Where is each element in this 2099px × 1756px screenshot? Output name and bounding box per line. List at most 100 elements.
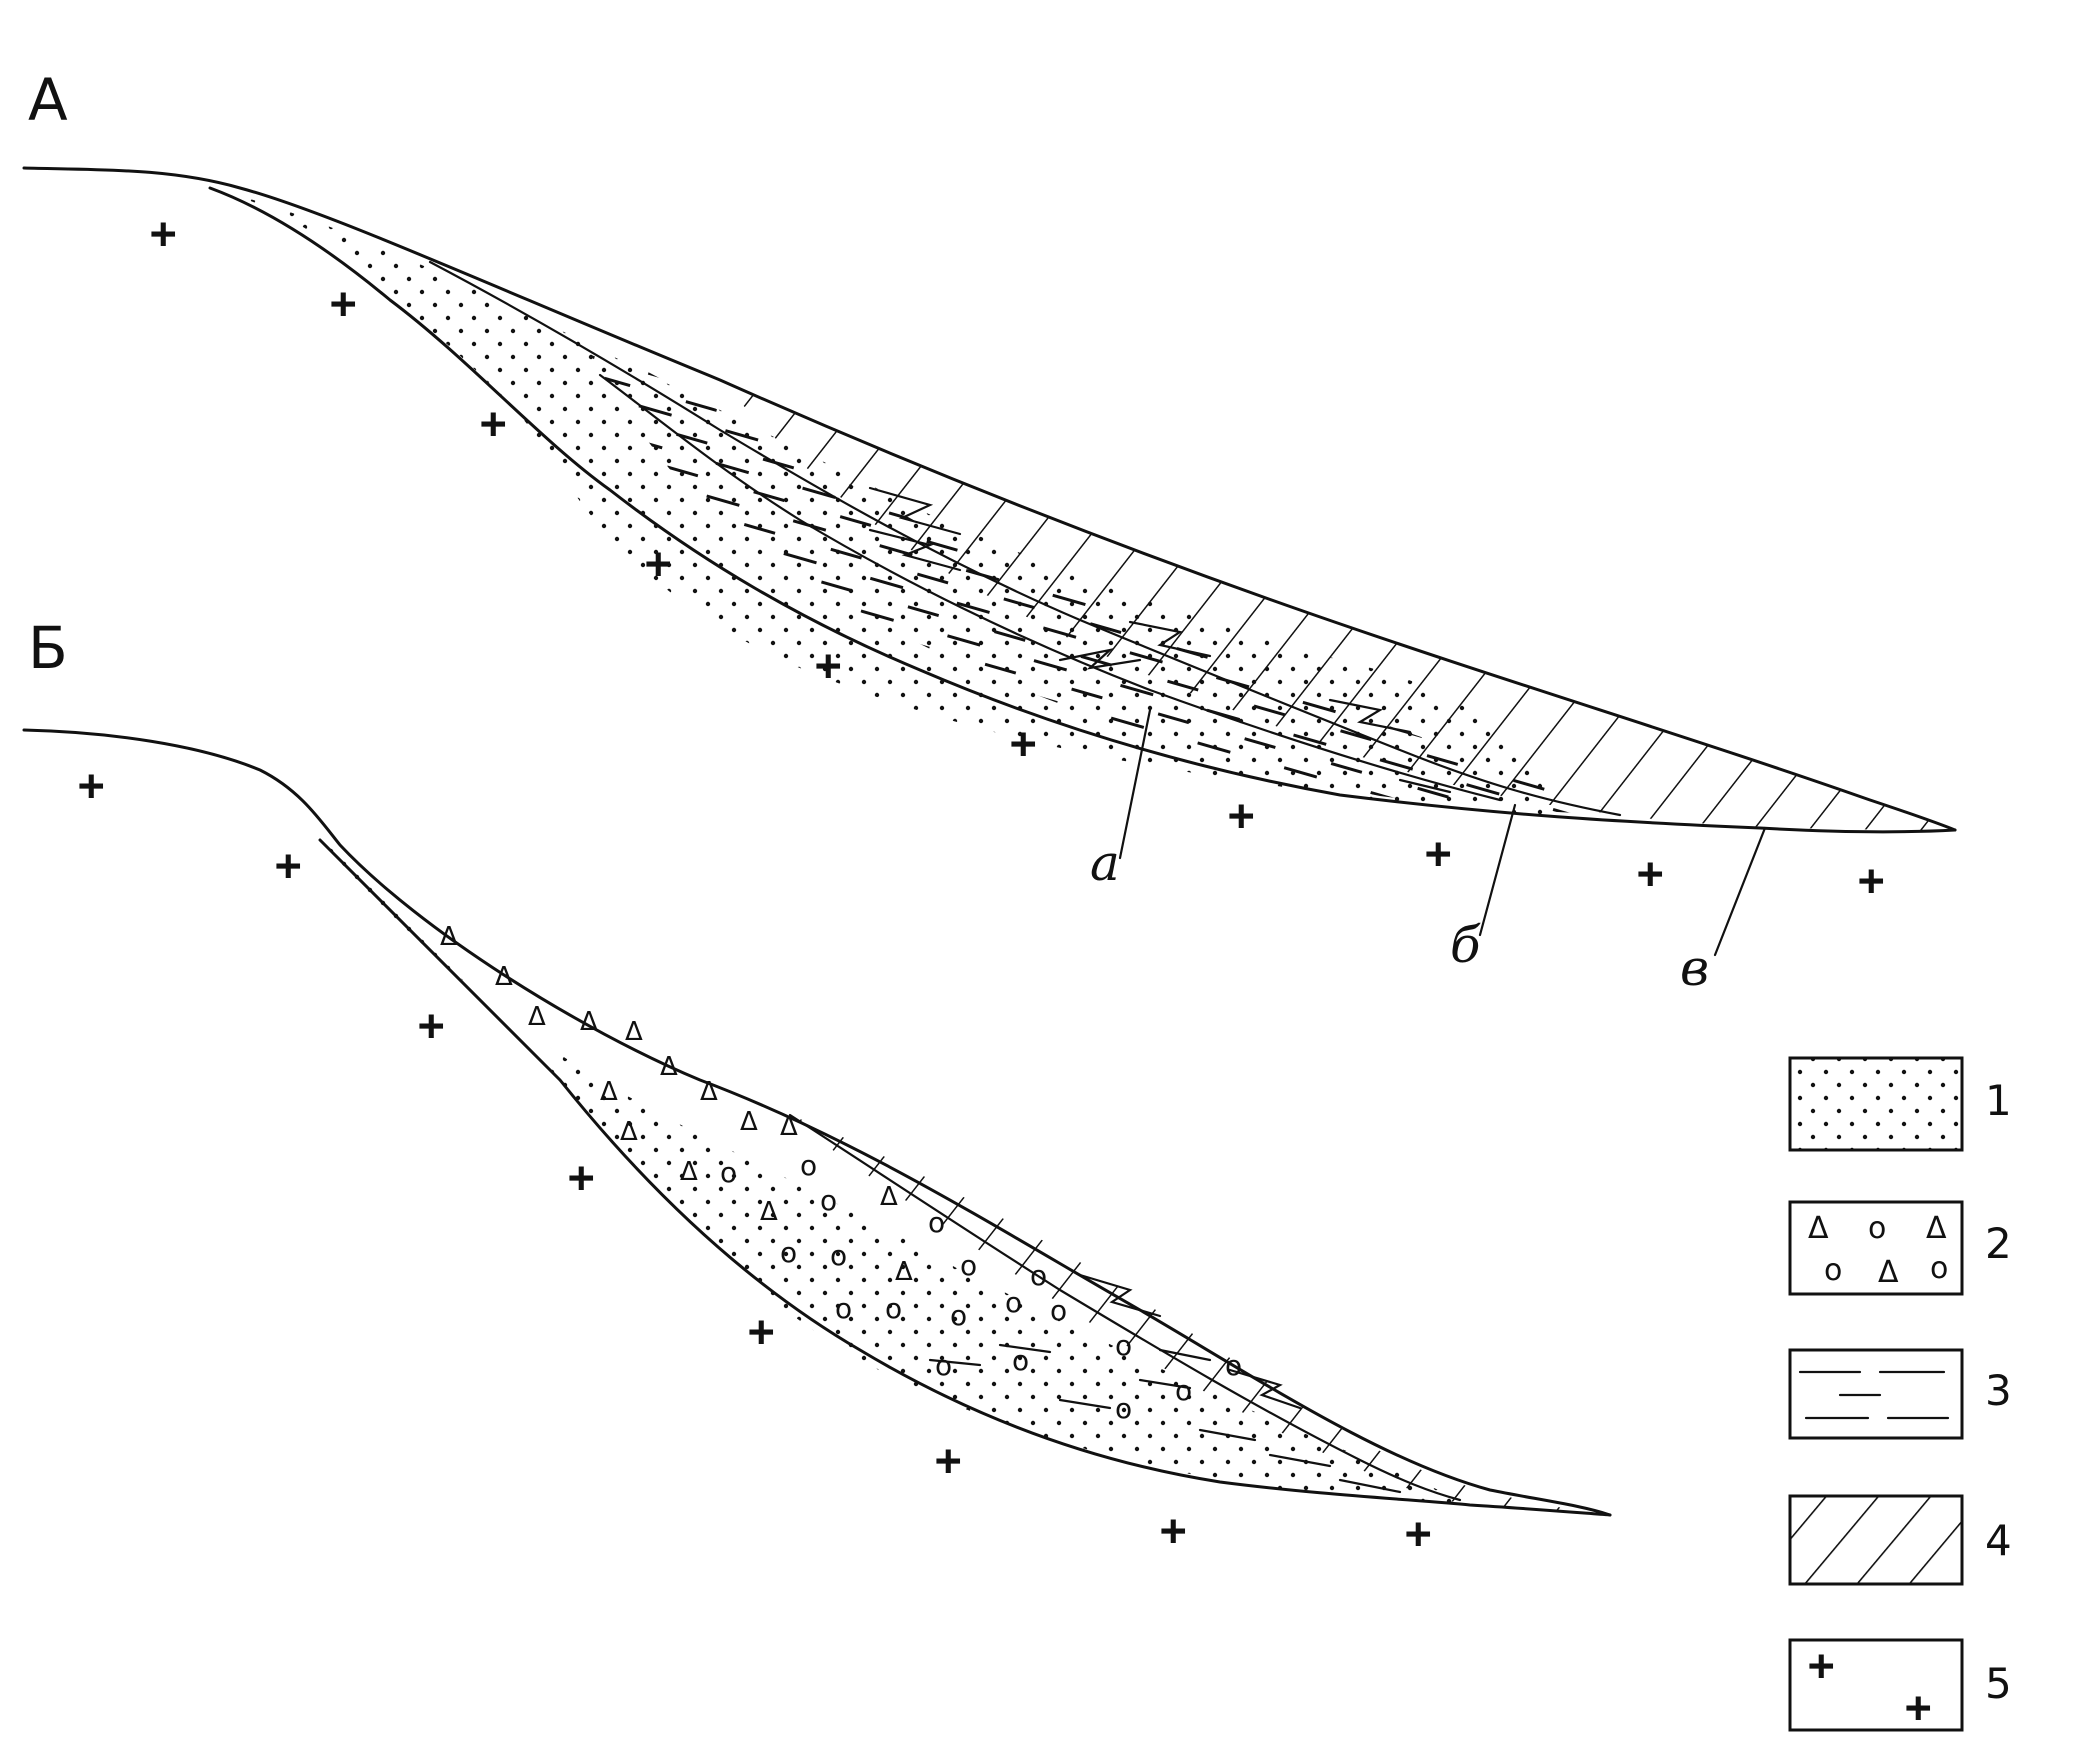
- triangle-clast: Δ: [780, 1112, 798, 1142]
- panel-b-interfinger-1: [1078, 1273, 1162, 1318]
- panel-b-hatched-layer: [790, 1115, 1610, 1515]
- triangle-clast: Δ: [1808, 1211, 1829, 1246]
- legend-number: 1: [1985, 1076, 2012, 1125]
- pebble-clast: o: [1115, 1329, 1132, 1362]
- panel-b-hatch-base-line: [788, 1113, 1462, 1502]
- basement-cross: +: [748, 1306, 775, 1357]
- triangle-clast: Δ: [700, 1077, 718, 1107]
- legend-swatch-hatch: [1788, 1494, 1964, 1586]
- pebble-clast: o: [1175, 1374, 1192, 1407]
- basement-cross: +: [150, 208, 177, 259]
- triangle-clast: Δ: [680, 1157, 698, 1187]
- panel-b-sand-layer: [320, 840, 1470, 1505]
- legend-swatch-dashes: [1788, 1348, 1964, 1440]
- pebble-clast: o: [1115, 1392, 1132, 1425]
- pebble-clast: o: [1225, 1349, 1242, 1382]
- triangle-clast: Δ: [495, 962, 513, 992]
- triangle-clast: Δ: [620, 1117, 638, 1147]
- pebble-clast: o: [960, 1249, 977, 1282]
- panel-b-label: Б: [28, 614, 68, 682]
- panel-b: Б Δ Δ Δ Δ Δ Δ Δ: [22, 614, 1612, 1559]
- triangle-clast: Δ: [1926, 1211, 1947, 1246]
- triangle-clast: Δ: [625, 1017, 643, 1047]
- basement-cross: +: [480, 398, 507, 449]
- pebble-clast: o: [780, 1236, 797, 1269]
- triangle-clast: Δ: [528, 1002, 546, 1032]
- legend-item-4: 4: [1788, 1494, 2012, 1586]
- panel-a-label: А: [28, 66, 68, 134]
- basement-cross: +: [275, 840, 302, 891]
- pebble-clast: o: [885, 1292, 902, 1325]
- panel-a-basement-contact: [208, 186, 1957, 834]
- pebble-clast: o: [835, 1292, 852, 1325]
- legend-number: 5: [1985, 1659, 2012, 1708]
- basement-cross: +: [645, 538, 672, 589]
- legend-item-5: + + 5: [1788, 1638, 2012, 1733]
- basement-cross: +: [1637, 848, 1664, 899]
- legend-swatch-dots: [1788, 1056, 1964, 1152]
- basement-cross: +: [1228, 790, 1255, 841]
- triangle-clast: Δ: [660, 1052, 678, 1082]
- triangle-clast: Δ: [600, 1077, 618, 1107]
- panel-a-interfinger-5: [1328, 698, 1412, 734]
- basement-cross: +: [1905, 1682, 1932, 1733]
- triangle-clast: Δ: [880, 1182, 898, 1212]
- panel-a-clay-top-line: [428, 260, 1622, 817]
- pebble-clast: o: [830, 1239, 847, 1272]
- basement-cross: +: [78, 760, 105, 811]
- legend-number: 4: [1985, 1516, 2012, 1565]
- panel-a-hatched-layer: [720, 380, 1955, 830]
- pebble-clast: o: [1012, 1344, 1029, 1377]
- basement-cross: +: [1160, 1505, 1187, 1556]
- panel-b-triangles: Δ Δ Δ Δ Δ Δ Δ Δ Δ Δ Δ Δ Δ Δ Δ: [440, 922, 913, 1287]
- panel-b-clay-dashes: [928, 1343, 1402, 1494]
- triangle-clast: Δ: [895, 1257, 913, 1287]
- pebble-clast: o: [800, 1149, 817, 1182]
- pebble-clast: o: [1050, 1294, 1067, 1327]
- panel-a-interfinger-3: [1128, 620, 1212, 658]
- panel-a-interfinger-4: [1058, 648, 1142, 670]
- pebble-clast: o: [820, 1184, 837, 1217]
- panel-b-interfinger-2: [1228, 1368, 1302, 1410]
- panel-a-basement-crosses: + + + + + + + + + +: [150, 208, 1885, 906]
- triangle-clast: Δ: [740, 1107, 758, 1137]
- pebble-clast: o: [1930, 1251, 1948, 1286]
- basement-cross: +: [1010, 718, 1037, 769]
- pebble-clast: o: [928, 1206, 945, 1239]
- triangle-clast: Δ: [760, 1197, 778, 1227]
- triangle-clast: Δ: [440, 922, 458, 952]
- pebble-clast: o: [1824, 1253, 1842, 1288]
- basement-cross: +: [418, 1000, 445, 1051]
- pebble-clast: o: [720, 1156, 737, 1189]
- panel-b-basement-crosses: + + + + + + + +: [78, 760, 1432, 1559]
- basement-cross: +: [815, 640, 842, 691]
- triangle-clast: Δ: [1878, 1255, 1899, 1290]
- basement-cross: +: [1858, 855, 1885, 906]
- basement-cross: +: [1425, 828, 1452, 879]
- panel-a-callout-a-leader: [1118, 708, 1152, 860]
- basement-cross: +: [330, 278, 357, 329]
- legend-number: 2: [1985, 1219, 2012, 1268]
- panel-a-interfinger-2: [868, 528, 962, 572]
- legend-swatch-triangles-circles: [1788, 1200, 1964, 1296]
- pebble-clast: o: [1030, 1259, 1047, 1292]
- panel-a-callout-v-leader: [1713, 826, 1767, 957]
- panel-a-callout-a: а: [1090, 834, 1120, 892]
- panel-a-clay-base-line: [598, 373, 1502, 802]
- panel-a-callout-b: б: [1450, 916, 1481, 974]
- pebble-clast: o: [950, 1299, 967, 1332]
- panel-a: А а б в + + + + + + +: [22, 66, 1957, 997]
- pebble-clast: o: [1005, 1286, 1022, 1319]
- panel-b-circles: o o o o o o o o o o o o o o o o o o o: [720, 1149, 1242, 1425]
- panel-a-surface-line: [22, 166, 1957, 832]
- basement-cross: +: [1405, 1508, 1432, 1559]
- triangle-clast: Δ: [580, 1007, 598, 1037]
- legend-item-2: Δ o Δ o Δ o 2: [1788, 1200, 2012, 1296]
- panel-a-callout-b-leader: [1478, 803, 1517, 937]
- panel-a-callout-v: в: [1680, 939, 1709, 997]
- basement-cross: +: [568, 1152, 595, 1203]
- legend: 1 Δ o Δ o Δ o 2 3 4: [1788, 1056, 2012, 1733]
- panel-a-interfinger-6: [1398, 778, 1452, 794]
- panel-b-basement-contact: [318, 838, 1612, 1517]
